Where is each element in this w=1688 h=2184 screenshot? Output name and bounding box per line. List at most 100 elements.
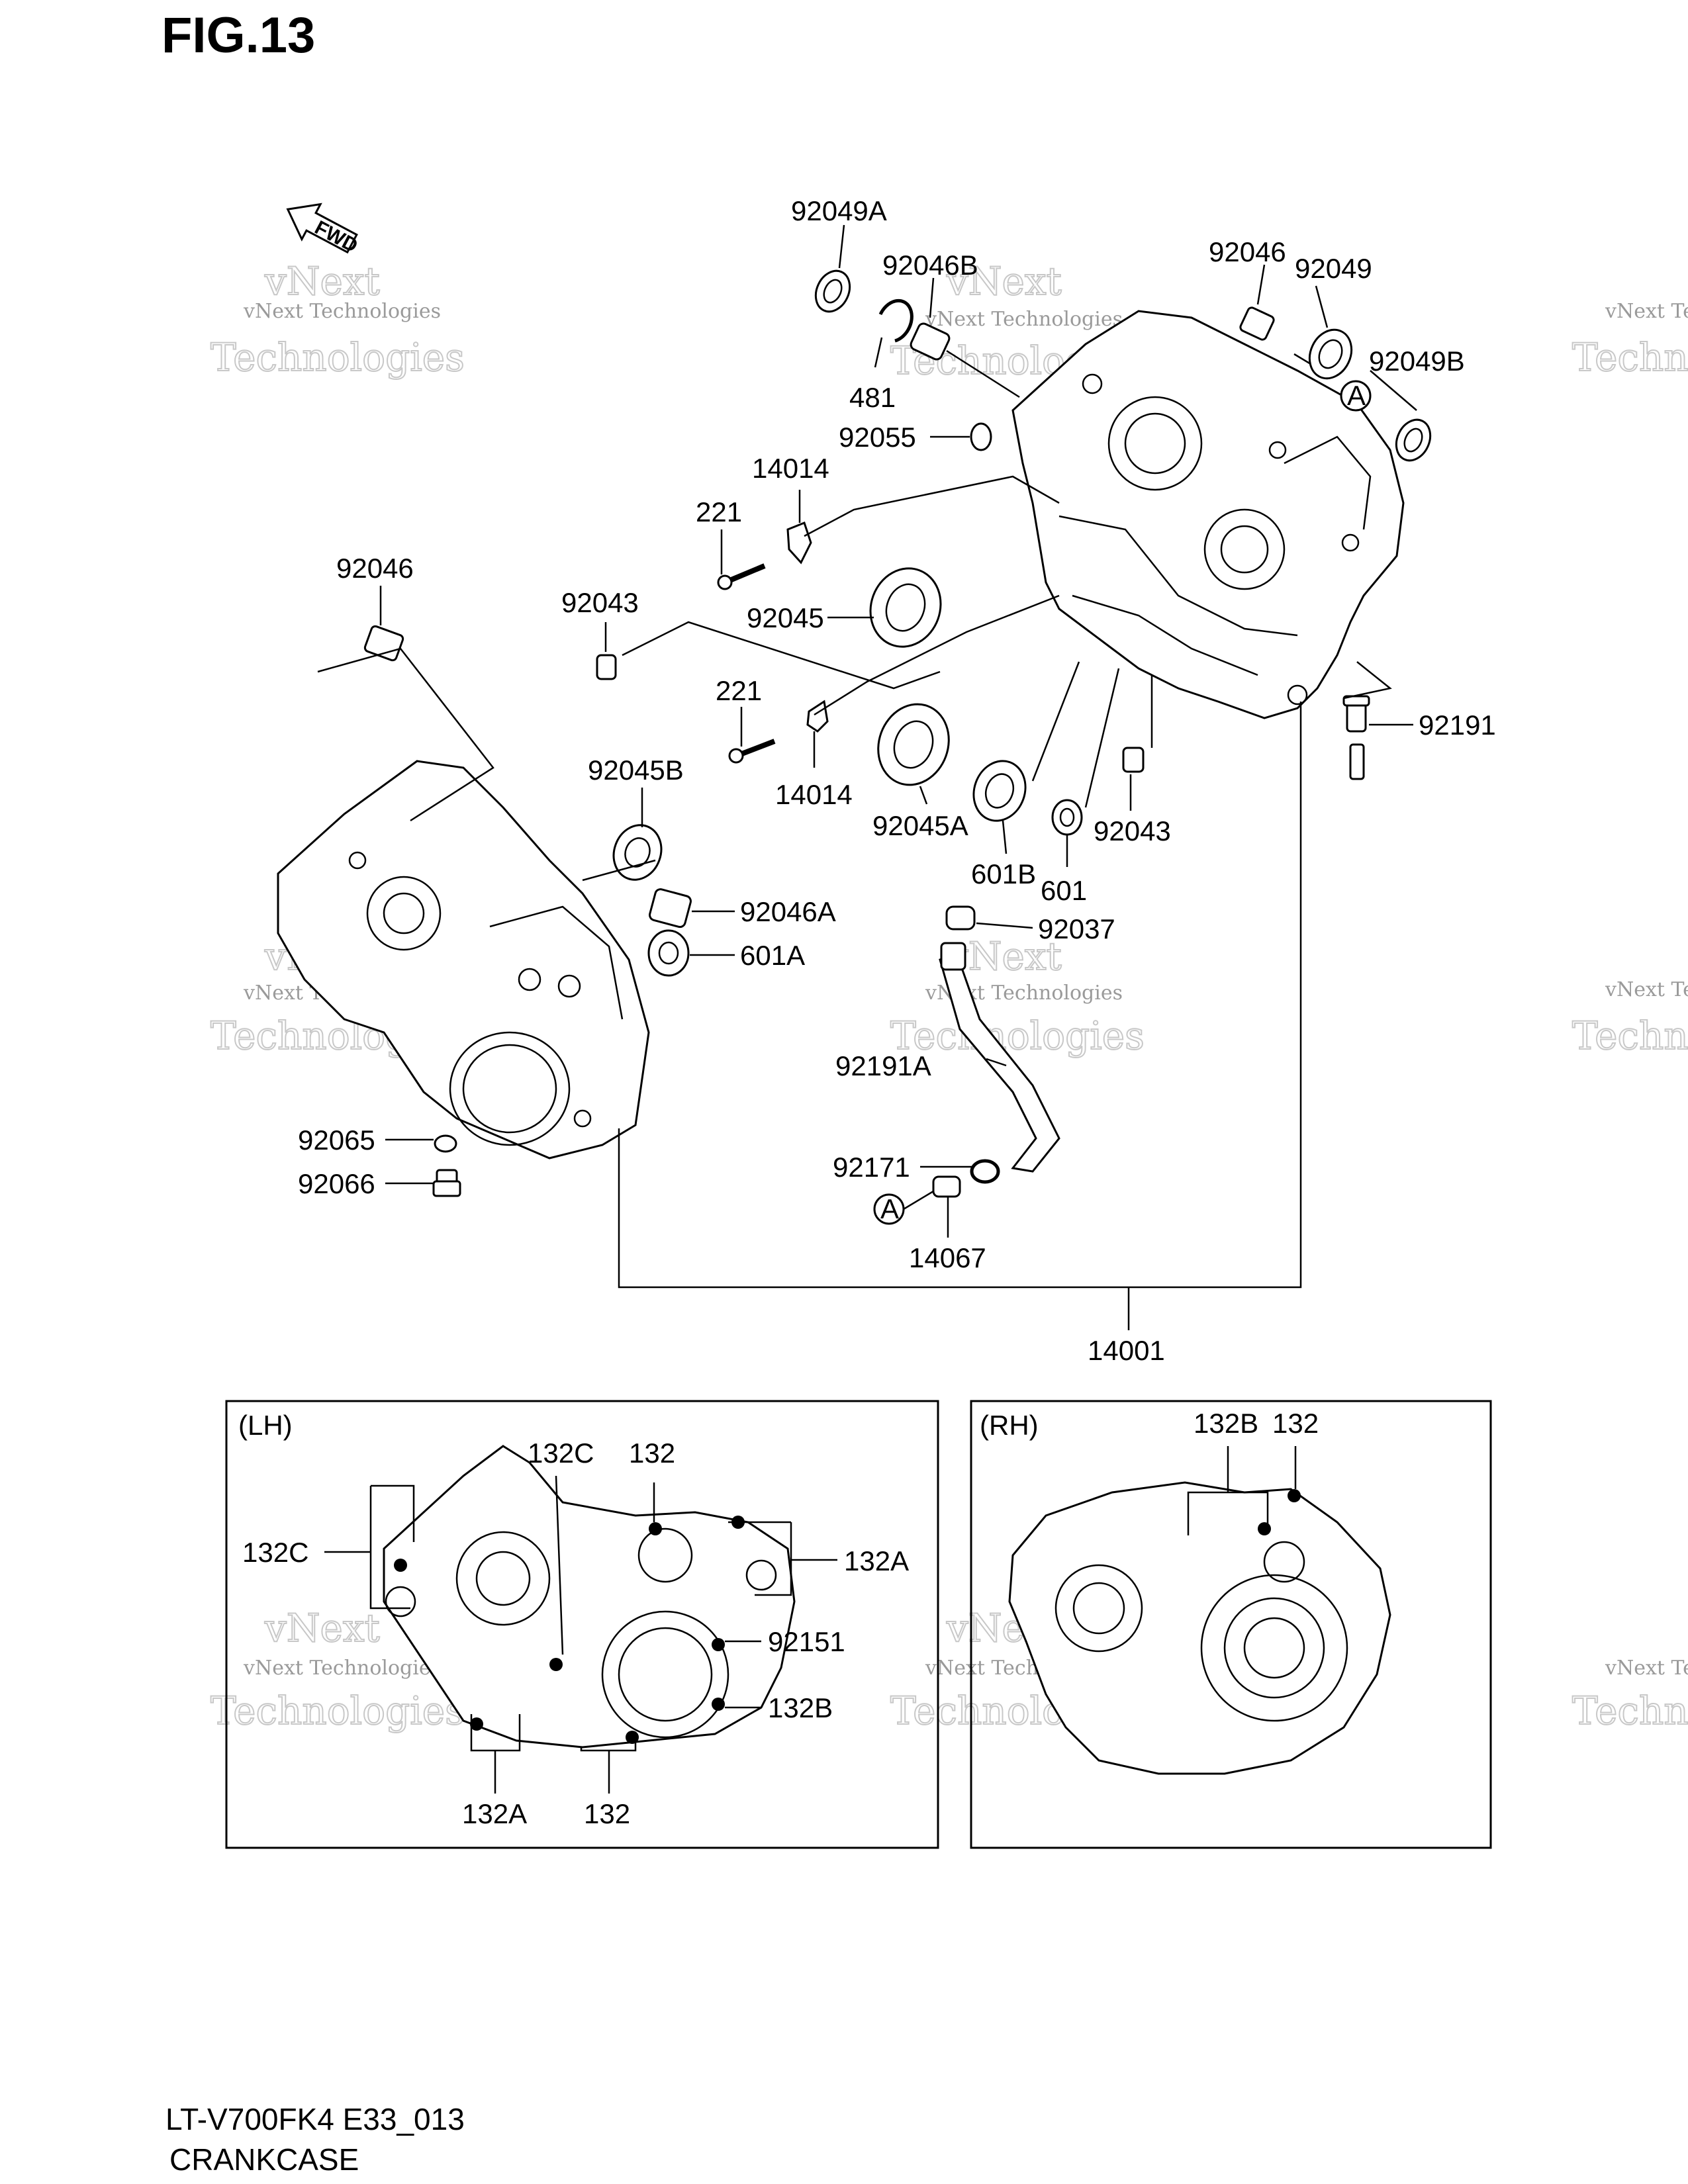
reference-marker-a-top (1340, 380, 1372, 412)
callout-221-bottom: 221 (716, 675, 762, 706)
leader-lines (317, 224, 1417, 1794)
callout-14067: 14067 (909, 1242, 986, 1273)
callout-92046A: 92046A (740, 896, 836, 927)
parts-group (363, 269, 1432, 1198)
inset-lh-callout-132A-right: 132A (844, 1545, 909, 1576)
inset-rh-crankcase (1008, 1481, 1391, 1775)
hose-92191A (939, 952, 1060, 1173)
left-crankcase-half (277, 760, 650, 1160)
watermark-logo-text: Technologies (1572, 335, 1688, 380)
needle-bearing-92046-left (363, 625, 404, 662)
inset-lh-callout-132-top: 132 (629, 1437, 675, 1469)
ball-bearing-92045A (877, 703, 950, 786)
inset-rh-callout-132: 132 (1272, 1408, 1319, 1439)
watermark-logo-text: Technologies (1572, 1688, 1688, 1733)
inset-lh-callout-132C-left: 132C (242, 1537, 308, 1568)
plug-92066 (432, 1169, 461, 1197)
watermark-top-left: vNext vNext Technologies Technologies (210, 258, 465, 381)
reference-marker-a-top-label: A (1347, 380, 1366, 411)
watermark-text: vNext Technologies (243, 1657, 441, 1680)
watermark-text: vNext Technologies (925, 308, 1123, 331)
watermark-logo-text: vNext (264, 1606, 380, 1651)
circlip-481 (878, 298, 914, 343)
callout-labels: 92049A 92046B 481 92046 92049 92049B 920… (238, 195, 1496, 1829)
watermark-bot-right: vNext Technologies Technologies (1571, 1657, 1688, 1734)
callout-14014-top: 14014 (752, 453, 829, 484)
screw-221-top (717, 563, 766, 590)
callout-92049B: 92049B (1369, 345, 1465, 377)
callout-92045B: 92045B (588, 754, 684, 786)
inset-lh-callout-92151: 92151 (768, 1626, 845, 1657)
watermark-bot-left: vNext vNext Technologies Technologies (210, 1605, 465, 1734)
right-crankcase-half (1011, 310, 1405, 719)
plate-14014-top (786, 522, 812, 565)
reference-marker-a-bottom-label: A (880, 1193, 899, 1224)
inset-lh-crankcase (383, 1445, 796, 1749)
watermark-text: vNext Technologies (1605, 300, 1688, 323)
oil-seal-92049 (1308, 328, 1353, 380)
callout-92046-left: 92046 (336, 553, 414, 584)
callout-92191A: 92191A (835, 1050, 931, 1081)
callout-14014-bottom: 14014 (775, 779, 853, 810)
watermark-mid-center: vNext vNext Technologies Technologies (890, 933, 1145, 1059)
callout-92046B: 92046B (882, 250, 978, 281)
callout-92045A: 92045A (872, 810, 968, 841)
reference-marker-a-bottom (873, 1193, 905, 1225)
fitting-14067 (932, 1175, 961, 1198)
inset-lh-frame (225, 1400, 939, 1849)
watermark-logo-text: Technologies (1572, 1013, 1688, 1058)
clamp-92037 (945, 905, 976, 931)
oil-seal-92049A (814, 269, 851, 313)
callout-601A: 601A (740, 940, 805, 971)
watermark-text: vNext Technologies (243, 300, 441, 323)
screw-221-bottom (728, 739, 776, 764)
fwd-arrow-icon: FWD (286, 203, 361, 257)
watermark-logo-text: Technologies (211, 1688, 465, 1733)
ball-bearing-601B (972, 760, 1027, 822)
plate-14014-bottom (806, 700, 829, 733)
callout-601B: 601B (971, 858, 1036, 889)
inset-lh-heading: (LH) (238, 1410, 293, 1441)
watermark-top-right: vNext Technologies Technologies (1571, 300, 1688, 381)
callout-481: 481 (849, 382, 896, 413)
ball-bearing-601A (647, 929, 690, 977)
ball-bearing-601 (1051, 799, 1083, 836)
clamp-92171 (970, 1159, 1000, 1184)
callout-92171: 92171 (833, 1152, 910, 1183)
callout-92065: 92065 (298, 1124, 375, 1156)
watermark-logo-text: Technologies (890, 1013, 1145, 1058)
inset-rh-heading: (RH) (980, 1410, 1039, 1441)
ball-bearing-92045 (869, 567, 942, 648)
callout-601: 601 (1041, 875, 1087, 906)
callout-92049A: 92049A (791, 195, 887, 226)
callout-92066: 92066 (298, 1168, 375, 1199)
inset-lh-callout-132C-top: 132C (528, 1437, 594, 1469)
needle-bearing-92046A (649, 888, 692, 929)
watermark-logo-text: Technologies (211, 335, 465, 380)
callout-92055: 92055 (839, 422, 916, 453)
inset-lh-callout-132A-bottom: 132A (462, 1798, 527, 1829)
section-name: CRANKCASE (169, 2142, 359, 2177)
washer-92065 (434, 1134, 457, 1153)
callout-92043-right: 92043 (1094, 815, 1171, 846)
needle-bearing-92046-top (1239, 306, 1275, 341)
callout-92043-top: 92043 (561, 587, 639, 618)
watermark-logo-text: vNext (264, 259, 380, 304)
callout-92049: 92049 (1295, 253, 1372, 284)
dowel-pin-92043-right (1122, 747, 1145, 773)
callout-14001: 14001 (1088, 1335, 1165, 1366)
callout-92046-top: 92046 (1209, 236, 1286, 267)
ball-bearing-92045B (612, 824, 663, 881)
inset-rh-callout-132B: 132B (1194, 1408, 1258, 1439)
watermark-text: vNext Technologies (1605, 978, 1688, 1001)
o-ring-92055 (970, 422, 992, 451)
inset-lh-callout-132B: 132B (768, 1692, 833, 1723)
model-code: LT-V700FK4 E33_013 (165, 2102, 465, 2136)
dowel-pin-92043-top (596, 654, 617, 680)
inset-rh-frame (970, 1400, 1492, 1849)
watermark-group: vNext vNext Technologies Technologies vN… (210, 258, 1688, 1734)
inset-lh-callout-132-bottom: 132 (584, 1798, 630, 1829)
callout-92191: 92191 (1419, 709, 1496, 741)
callout-92037: 92037 (1038, 913, 1115, 944)
